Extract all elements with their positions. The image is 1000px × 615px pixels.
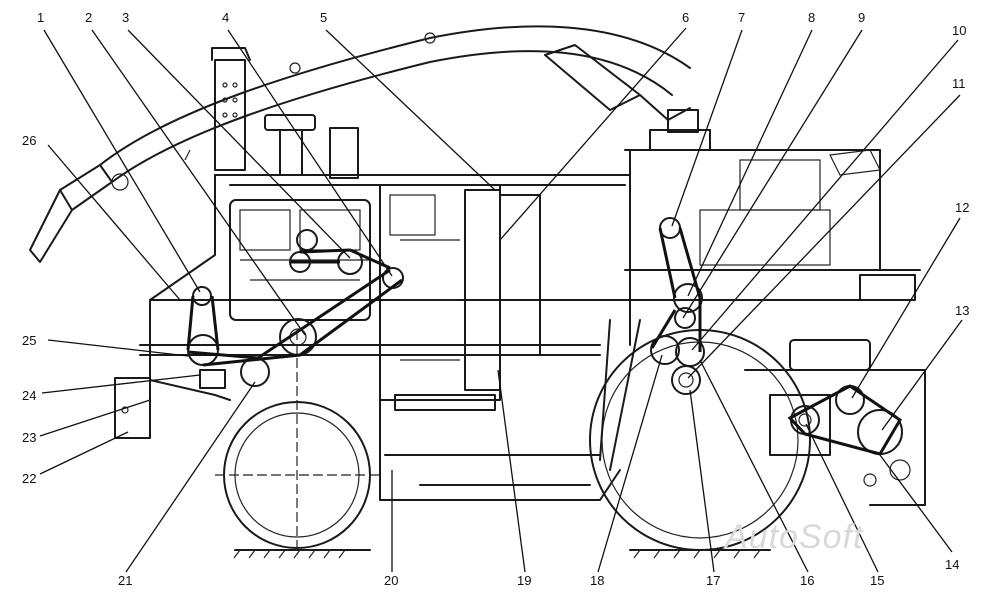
callout-10: 10 (952, 23, 966, 38)
radiator (379, 184, 541, 411)
callout-7: 7 (738, 10, 745, 25)
callout-13: 13 (955, 303, 969, 318)
callout-12: 12 (955, 200, 969, 215)
callout-8: 8 (808, 10, 815, 25)
callout-9: 9 (858, 10, 865, 25)
callout-19: 19 (517, 573, 531, 588)
callout-22: 22 (22, 471, 36, 486)
engine-block (229, 114, 371, 321)
callout-2: 2 (85, 10, 92, 25)
callout-21: 21 (118, 573, 132, 588)
left-brackets (114, 369, 226, 439)
front-wheel (215, 330, 380, 555)
callout-11: 11 (952, 76, 966, 91)
callout-18: 18 (590, 573, 604, 588)
callout-26: 26 (22, 133, 36, 148)
callout-15: 15 (870, 573, 884, 588)
callout-3: 3 (122, 10, 129, 25)
callout-20: 20 (384, 573, 398, 588)
callout-17: 17 (706, 573, 720, 588)
exhaust-stack (211, 47, 251, 171)
callout-5: 5 (320, 10, 327, 25)
callout-6: 6 (682, 10, 689, 25)
main-frame (139, 149, 921, 501)
callout-24: 24 (22, 388, 36, 403)
callout-23: 23 (22, 430, 36, 445)
ground (233, 549, 771, 559)
callout-labels: 1 2 3 4 5 6 7 8 9 10 11 12 13 14 15 16 1… (22, 10, 969, 588)
watermark-text: AutoSoft (723, 518, 864, 556)
callout-14: 14 (945, 557, 959, 572)
header-unit (744, 339, 926, 506)
callout-16: 16 (800, 573, 814, 588)
callout-4: 4 (222, 10, 229, 25)
callout-1: 1 (37, 10, 44, 25)
pulleys (187, 217, 903, 455)
callout-25: 25 (22, 333, 36, 348)
discharge-spout (29, 25, 691, 263)
leader-lines (39, 27, 963, 573)
belts (186, 227, 903, 456)
